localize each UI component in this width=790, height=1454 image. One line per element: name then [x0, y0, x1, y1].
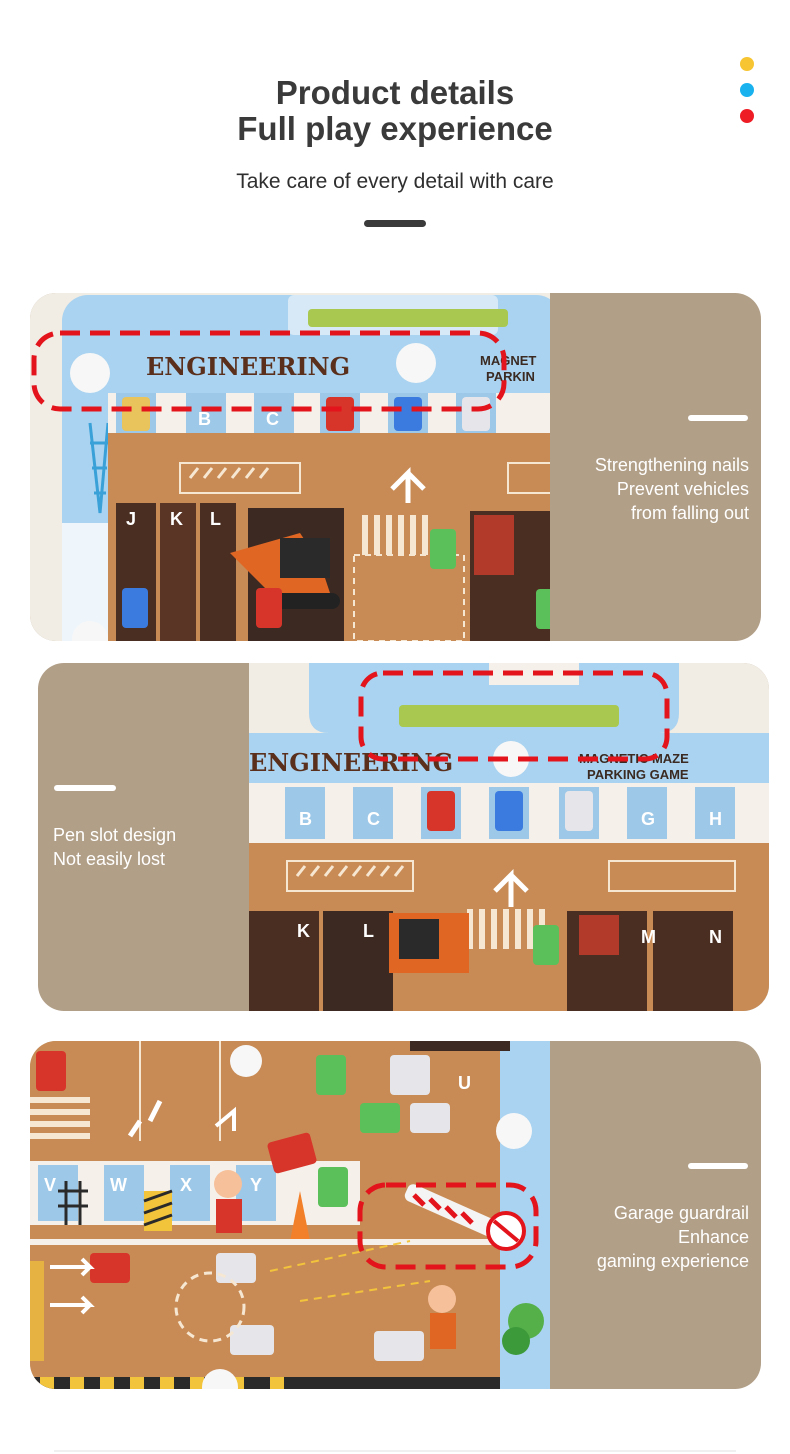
page-title-line1: Product details — [275, 74, 515, 111]
board-letter-y: Y — [250, 1175, 262, 1195]
red-dot — [740, 109, 754, 123]
caption-pen-slot-line2: Not easily lost — [53, 849, 166, 869]
feature-card-pen-slot: Pen slot design Not easily lost — [38, 663, 769, 1011]
footer-divider — [54, 1450, 736, 1452]
guardrail-product-photo: V W X Y U — [30, 1041, 550, 1389]
caption-guardrail-line2: Enhance — [677, 1227, 749, 1247]
board-letter-h: H — [709, 809, 722, 829]
caption-guardrail-line1: Garage guardrail — [613, 1203, 749, 1223]
page-subtitle: Take care of every detail with care — [236, 170, 554, 193]
page-title-line2: Full play experience — [237, 110, 553, 147]
caption-nails-line1: Strengthening nails — [594, 455, 749, 475]
caption-guardrail: Garage guardrail Enhance gaming experien… — [509, 1201, 749, 1273]
board-letter-v: V — [44, 1175, 56, 1195]
board-letter-k: K — [170, 509, 183, 529]
feature-card-guardrail: V W X Y U Garage guardrail Enhance gamin… — [30, 1041, 761, 1389]
caption-bar-guardrail — [688, 1163, 748, 1169]
board-label-parking-game: PARKING GAME — [587, 767, 689, 782]
caption-nails: Strengthening nails Prevent vehicles fro… — [509, 453, 749, 525]
nails-product-photo: B C J K L ENGINEERING MAGNET PARKIN — [30, 293, 550, 641]
caption-bar-nails — [688, 415, 748, 421]
board-letter-c-2: C — [367, 809, 380, 829]
board-title-engineering: ENGINEERING — [146, 352, 350, 381]
board-letter-b-2: B — [299, 809, 312, 829]
board-label-parking: PARKIN — [486, 369, 535, 384]
board-letter-x: X — [180, 1175, 192, 1195]
caption-pen-slot-line1: Pen slot design — [53, 825, 177, 845]
board-letter-l: L — [210, 509, 221, 529]
board-letter-c: C — [266, 409, 279, 429]
caption-nails-line2: Prevent vehicles — [616, 479, 749, 499]
caption-pen-slot: Pen slot design Not easily lost — [53, 823, 253, 871]
caption-bar-pen-slot — [54, 785, 116, 791]
caption-guardrail-line3: gaming experience — [596, 1251, 749, 1271]
board-letter-n: N — [709, 927, 722, 947]
board-letter-g: G — [641, 809, 655, 829]
board-letter-l-2: L — [363, 921, 374, 941]
board-label-magnet: MAGNET — [480, 353, 536, 368]
board-letter-j: J — [126, 509, 136, 529]
board-label-magnetic-maze: MAGNETIC MAZE — [579, 751, 689, 766]
title-divider — [364, 220, 426, 227]
feature-card-nails: B C J K L ENGINEERING MAGNET PARKIN Stre… — [30, 293, 761, 641]
pen-slot-product-photo: B C G H K L M N ENGINEERING MAGNETIC MAZ… — [249, 663, 769, 1011]
board-letter-u: U — [458, 1073, 471, 1093]
caption-nails-line3: from falling out — [630, 503, 749, 523]
board-letter-b: B — [198, 409, 211, 429]
blue-dot — [740, 83, 754, 97]
board-letter-m: M — [641, 927, 656, 947]
board-title-engineering-2: ENGINEERING — [249, 748, 453, 777]
yellow-dot — [740, 57, 754, 71]
board-letter-w: W — [110, 1175, 127, 1195]
board-letter-k-2: K — [297, 921, 310, 941]
